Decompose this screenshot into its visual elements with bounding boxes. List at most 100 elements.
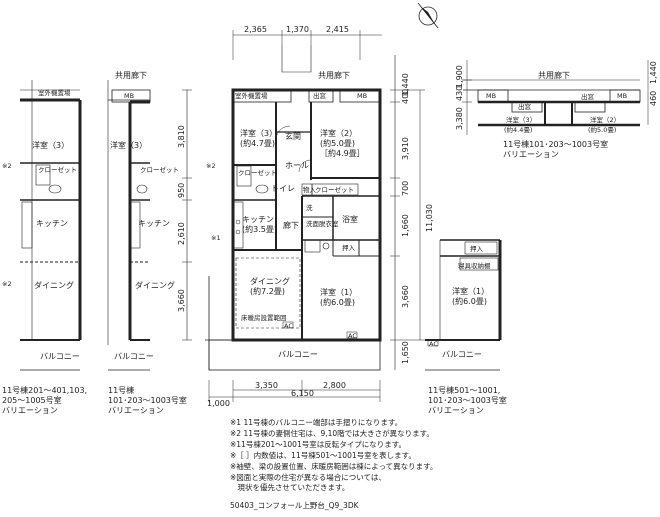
bath-label: 浴室 bbox=[342, 214, 358, 224]
br-ac: AC bbox=[429, 340, 438, 348]
v2-closet: クローゼット bbox=[140, 165, 179, 174]
ac-label-1: AC bbox=[284, 322, 293, 330]
dim-right-total: 11,030 bbox=[425, 204, 434, 232]
v1-dining: ダイニング bbox=[34, 280, 74, 290]
closet-label: クローゼット bbox=[238, 168, 277, 177]
storage-label: 物入 bbox=[303, 185, 317, 194]
room2-label: 洋室（2） bbox=[320, 128, 357, 138]
dim-left-1: 3,810 bbox=[177, 125, 186, 148]
dim-right-7: 1,650 bbox=[401, 341, 410, 364]
note-6: ※図面と実際の住宅が異なる場合については、 bbox=[230, 473, 386, 482]
dim-left-3: 2,610 bbox=[177, 222, 186, 245]
window-label: 出窓 bbox=[313, 91, 327, 100]
br-bedding: 寝具収納棚 bbox=[458, 261, 491, 270]
br-room1: 洋室（1） bbox=[452, 286, 489, 296]
kitchen-label: キッチン bbox=[242, 215, 274, 224]
kitchen-size: (約3.5畳) bbox=[242, 224, 277, 234]
variation-plan-bottomright bbox=[425, 239, 502, 371]
dim-tr-4: 460 bbox=[649, 91, 658, 106]
corridor-label-main: 共用廊下 bbox=[318, 70, 350, 80]
ac-label-2: AC bbox=[348, 332, 357, 340]
v1-balcony: バルコニー bbox=[40, 352, 80, 361]
dim-tr-3: 430 bbox=[455, 86, 464, 101]
dim-top-1: 2,365 bbox=[244, 25, 267, 34]
mark1-label: ※1 bbox=[211, 234, 221, 242]
v2-dining: ダイニング bbox=[135, 280, 175, 290]
toilet-label: トイレ bbox=[271, 184, 295, 193]
corridor-label-v2: 共用廊下 bbox=[115, 70, 147, 80]
dining-label: ダイニング bbox=[250, 276, 290, 286]
dim-bottom-left: 1,000 bbox=[207, 399, 230, 408]
variation-plan-topright bbox=[462, 60, 649, 135]
dim-tr-2: 3,380 bbox=[455, 107, 464, 130]
tr-room2: 洋室（2） bbox=[590, 115, 620, 124]
dim-right-1: 1,440 bbox=[401, 73, 410, 96]
tr-window-1: 出窓 bbox=[518, 102, 532, 111]
v2-balcony: バルコニー bbox=[114, 352, 154, 361]
hallway-label: 廊下 bbox=[283, 220, 299, 230]
dim-left-4: 3,660 bbox=[177, 289, 186, 312]
room1-size: (約6.0畳) bbox=[320, 297, 355, 307]
hall-label: ホール bbox=[285, 161, 309, 170]
dim-left-2: 950 bbox=[177, 183, 186, 198]
br-room1-size: (約6.0畳) bbox=[452, 296, 487, 306]
dim-top-3: 2,415 bbox=[326, 25, 349, 34]
dim-tr-1: 1,900 bbox=[455, 65, 464, 88]
tr-window-2: 出窓 bbox=[581, 92, 595, 101]
north-arrow-icon bbox=[417, 2, 439, 29]
caption-variation-1: 11号棟201～401,103, 205～1005号室 バリエーション bbox=[2, 386, 88, 415]
v2-room3: 洋室（3） bbox=[110, 140, 147, 150]
dim-right-5: 1,660 bbox=[401, 214, 410, 237]
dim-right-4: 700 bbox=[401, 181, 410, 196]
dining-size: (約7.2畳) bbox=[250, 286, 285, 296]
washroom-label: 洗面脱衣室 bbox=[306, 219, 339, 228]
tr-room3: 洋室（3） bbox=[506, 115, 536, 124]
v1-outdoor-unit: 室外機置場 bbox=[38, 88, 71, 97]
tr-room3-size: (約4.4畳) bbox=[504, 125, 532, 134]
room3-size: (約4.7畳) bbox=[240, 138, 275, 148]
main-plan bbox=[182, 30, 425, 402]
entrance-label: 玄関 bbox=[285, 131, 301, 141]
floor-heating-label: 床暖房設置範囲 bbox=[241, 313, 287, 322]
tr-room2-size: (約5.0畳) bbox=[588, 125, 616, 134]
room1-label: 洋室（1） bbox=[320, 287, 357, 297]
note-4: ※［ ］内数値は、11号棟501～1001号室を表します。 bbox=[230, 451, 416, 460]
caption-variation-2: 11号棟 101･203～1003号室 バリエーション bbox=[108, 386, 187, 415]
variation-plan-2 bbox=[107, 80, 151, 371]
dim-right-3: 3,910 bbox=[401, 137, 410, 160]
dim-bottom-total: 6,150 bbox=[291, 389, 314, 398]
dim-bottom-1: 3,350 bbox=[255, 381, 278, 390]
corridor-label-tr: 共用廊下 bbox=[538, 70, 570, 80]
closet-long-label: クローゼット bbox=[315, 185, 354, 194]
v1-mark2b: ※2 bbox=[2, 280, 12, 288]
caption-variation-bottomright: 11号棟501～1001, 101･203～1003号室 バリエーション bbox=[428, 386, 507, 415]
mark2-label: ※2 bbox=[206, 162, 216, 170]
v1-room3: 洋室（3） bbox=[32, 140, 69, 150]
dim-right-2: 400 bbox=[401, 89, 410, 104]
room2-size-alt: ［約4.9畳］ bbox=[320, 148, 365, 158]
note-5: ※袖壁、梁の設置位置、床暖房範囲は棟によって異なります。 bbox=[230, 462, 438, 471]
dim-top-2: 1,370 bbox=[286, 25, 309, 34]
note-2: ※2 11号棟の妻側住宅は、9,10階では大きさが異なります。 bbox=[230, 429, 434, 438]
note-3: ※11号棟201～1001号室は反転タイプになります。 bbox=[230, 440, 406, 449]
v2-kitchen: キッチン bbox=[138, 219, 170, 228]
wash-label: 洗 bbox=[306, 203, 313, 212]
br-oshiire: 押入 bbox=[470, 244, 484, 253]
v1-closet: クローゼット bbox=[38, 165, 77, 174]
v2-mb: MB bbox=[124, 92, 134, 100]
note-7: 現状を優先させていただきます。 bbox=[230, 483, 350, 492]
outdoor-unit-label: 室外機置場 bbox=[235, 91, 268, 100]
variation-plan-1 bbox=[20, 80, 82, 371]
v1-mark2a: ※2 bbox=[2, 162, 12, 170]
dim-bottom-2: 2,800 bbox=[323, 381, 346, 390]
dim-tr-5: 1,440 bbox=[649, 61, 658, 84]
room3-label: 洋室（3） bbox=[240, 128, 277, 138]
v1-kitchen: キッチン bbox=[36, 219, 68, 228]
room2-size: (約5.0畳) bbox=[320, 138, 355, 148]
plan-code-footer: 50403_コンフォール上野台_Q9_3DK bbox=[230, 501, 359, 510]
br-balcony: バルコニー bbox=[442, 350, 482, 359]
oshiire-label: 押入 bbox=[342, 243, 356, 252]
tr-mb-2: MB bbox=[617, 92, 627, 100]
note-1: ※1 11号棟のバルコニー端部は手摺りになります。 bbox=[230, 418, 403, 427]
